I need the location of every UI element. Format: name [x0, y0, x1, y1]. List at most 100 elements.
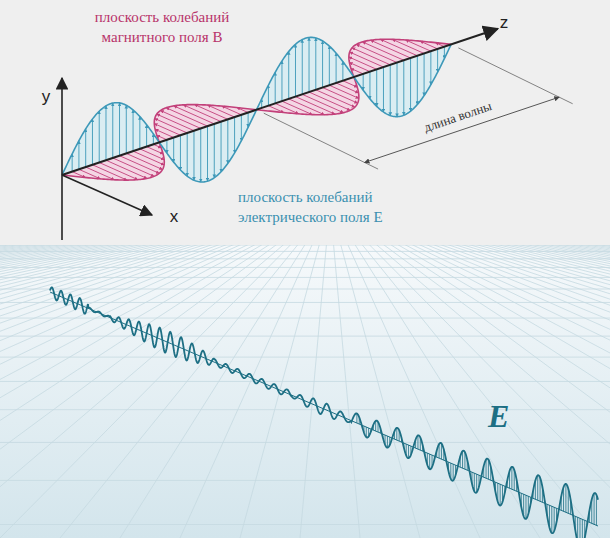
field-vector: [369, 72, 370, 99]
field-vector: [349, 62, 370, 71]
field-vector: [133, 110, 134, 151]
field-vector: [525, 495, 526, 519]
field-vector: [424, 53, 425, 95]
field-vector: [453, 464, 454, 480]
grid-line: [0, 245, 330, 538]
top-panel: [0, 0, 610, 245]
field-vector: [105, 106, 106, 160]
field-vector: [579, 518, 580, 538]
field-vector: [582, 519, 583, 538]
field-vector: [200, 128, 201, 182]
field-vector: [193, 131, 194, 181]
grid-line: [0, 245, 330, 538]
field-vector: [106, 160, 147, 178]
grid-line: [330, 245, 610, 538]
field-vector: [166, 140, 167, 153]
grid-line: [330, 245, 360, 538]
grid-line: [330, 245, 610, 538]
field-plane-label-slot: плоскость колебаний электрического поля …: [238, 188, 408, 227]
grid-line: [330, 245, 610, 538]
grid-line: [330, 245, 610, 538]
grid-line: [330, 245, 610, 538]
grid-line: [330, 245, 610, 538]
grid-line: [0, 357, 610, 358]
wave-packet: [50, 287, 598, 538]
field-vector: [309, 37, 310, 92]
grid-line: [180, 245, 330, 538]
grid-line: [0, 245, 330, 538]
field-vector: [565, 484, 566, 512]
grid-line: [330, 245, 610, 538]
grid-line: [0, 245, 330, 538]
field-vector: [397, 63, 398, 117]
field-vector: [462, 451, 463, 468]
field-vector: [281, 61, 282, 101]
field-vector: [99, 163, 138, 180]
grid-line: [0, 245, 330, 538]
grid-line: [330, 245, 610, 538]
field-vector: [241, 115, 242, 141]
field-vector: [410, 58, 411, 111]
grid-line: [0, 245, 330, 538]
grid-line: [0, 245, 330, 538]
field-vector: [120, 156, 160, 174]
grid-line: [0, 245, 330, 538]
grid-line: [330, 245, 610, 538]
field-vector: [376, 69, 377, 106]
grid-line: [0, 336, 610, 337]
field-vector: [349, 57, 377, 69]
grid-line: [0, 245, 330, 538]
field-vector: [302, 40, 303, 95]
field-vector: [113, 158, 154, 176]
grid-line: [0, 245, 330, 538]
grid-line: [330, 245, 610, 538]
grid-line: [330, 245, 480, 538]
grid-line: [0, 245, 330, 538]
grid-line: [0, 245, 330, 538]
field-vector: [437, 49, 438, 72]
field-vector: [173, 138, 174, 163]
field-vector: [92, 119, 93, 165]
field-vector: [154, 124, 180, 136]
field-vector: [227, 119, 228, 163]
grid-line: [120, 245, 330, 538]
grid-line: [330, 245, 610, 538]
grid-line: [330, 245, 610, 538]
grid-line: [0, 245, 330, 538]
field-vector: [322, 41, 323, 88]
grid-line: [330, 245, 610, 538]
field-vector: [207, 126, 208, 181]
grid-line: [0, 245, 330, 538]
field-vector: [166, 108, 207, 126]
field-vector: [417, 435, 418, 449]
axis-label: y: [36, 86, 56, 108]
axis-label-slot: z: [494, 12, 514, 34]
field-vector: [78, 141, 79, 170]
field-symbol: E: [488, 396, 538, 438]
grid-line: [0, 318, 610, 319]
field-vector: [363, 74, 364, 90]
grid-line: [330, 245, 610, 538]
field-vector: [352, 48, 390, 65]
field-vector: [511, 467, 512, 489]
field-vector: [596, 495, 597, 526]
field-vector: [362, 42, 403, 60]
grid-line: [0, 245, 330, 538]
grid-line: [330, 245, 610, 538]
grid-line: [0, 524, 610, 525]
field-vector: [408, 445, 409, 458]
grid-line: [0, 245, 330, 538]
field-vector: [174, 106, 215, 124]
dimension-label: длина волны: [398, 91, 517, 145]
field-vector: [429, 454, 430, 469]
grid-line: [0, 245, 330, 538]
field-vector: [160, 111, 200, 129]
grid-line: [300, 245, 330, 538]
field-vector: [390, 65, 391, 116]
field-vector: [214, 124, 215, 178]
grid-line: [330, 245, 610, 538]
field-vector: [295, 44, 296, 96]
field-plane-label: плоскость колебаний магнитного поля B: [86, 8, 238, 47]
field-vector: [288, 52, 289, 99]
